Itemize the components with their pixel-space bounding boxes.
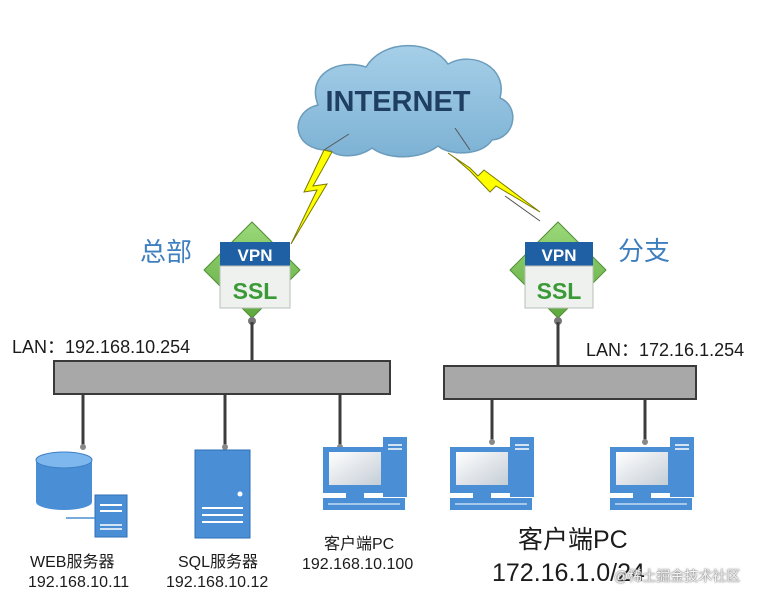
branch-switch (443, 365, 697, 400)
lightning-bolt-icon (290, 149, 333, 245)
desktop-computer-icon (450, 437, 534, 510)
database-server-icon (35, 451, 128, 538)
hq-vpn-gateway: VPN SSL (203, 221, 301, 325)
ssl-badge-label: SSL (537, 278, 582, 304)
branch-subnet: 172.16.1.0/24 (492, 559, 645, 587)
branch-vpn-gateway: VPN SSL (509, 221, 607, 325)
desktop-computer-icon (323, 437, 407, 510)
web-server-name: WEB服务器 (30, 554, 115, 571)
branch-site-title: 分支 (618, 237, 671, 267)
sql-server-name: SQL服务器 (178, 554, 259, 571)
vpn-badge-label: VPN (542, 246, 577, 265)
web-server-ip: 192.168.10.11 (28, 574, 130, 591)
lan-wires (81, 322, 647, 445)
hq-client-ip: 192.168.10.100 (302, 556, 414, 573)
hq-lan-address: LAN：192.168.10.254 (12, 337, 191, 357)
internet-cloud: INTERNET (297, 45, 514, 158)
branch-lan-address: LAN：172.16.1.254 (586, 340, 745, 360)
tower-server-icon (194, 449, 251, 539)
internet-label: INTERNET (326, 86, 471, 118)
desktop-computer-icon (610, 437, 694, 510)
branch-clients-label: 客户端PC (518, 526, 628, 554)
hq-vpn-link (290, 133, 350, 245)
hq-client-name: 客户端PC (324, 536, 395, 553)
ssl-badge-label: SSL (233, 278, 278, 304)
hq-site-title: 总部 (140, 238, 193, 268)
sql-server-ip: 192.168.10.12 (166, 574, 269, 591)
vpn-badge-label: VPN (238, 246, 273, 265)
branch-vpn-link (447, 127, 541, 222)
watermark: @稀土掘金技术社区 (614, 568, 741, 584)
lightning-bolt-icon (447, 152, 541, 213)
hq-switch (53, 360, 391, 395)
